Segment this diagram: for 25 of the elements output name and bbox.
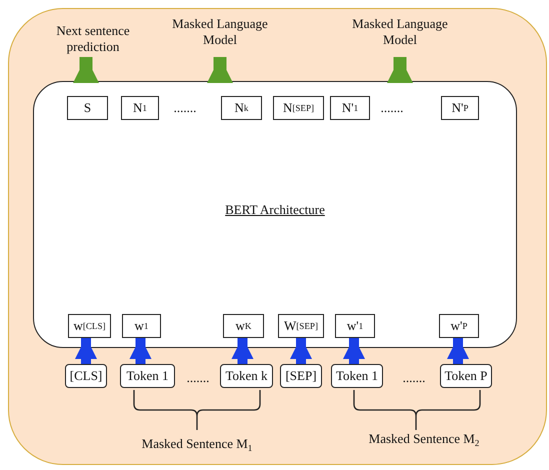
ellipsis-text: ....... [172, 100, 198, 116]
sentence-label: Masked Sentence M$_{2}$ [368, 431, 480, 447]
output-label: Next sentence prediction [38, 22, 148, 56]
architecture-box [33, 81, 517, 348]
ellipsis-text: ....... [186, 370, 210, 386]
token-box: Token k [220, 364, 273, 388]
architecture-label: BERT Architecture [224, 203, 326, 217]
token-box: Token 1 [120, 364, 175, 388]
arrow [343, 337, 365, 364]
embedding-box: S [67, 96, 108, 120]
token-box: Token 1 [331, 364, 383, 388]
arrow [207, 57, 233, 83]
arrow [290, 337, 312, 364]
arrow [130, 337, 152, 364]
arrow [75, 337, 97, 364]
sentence-label: Masked Sentence M$_{1}$ [140, 436, 254, 452]
ellipsis-text: ....... [380, 100, 404, 116]
token-box: [SEP] [280, 364, 322, 388]
arrow [387, 57, 413, 83]
output-label: Masked Language Model [335, 13, 465, 51]
ellipsis-text: ....... [402, 370, 426, 386]
arrow [73, 57, 99, 83]
token-box: Token P [440, 364, 492, 388]
token-box: [CLS] [65, 364, 107, 388]
output-label: Masked Language Model [155, 13, 285, 51]
